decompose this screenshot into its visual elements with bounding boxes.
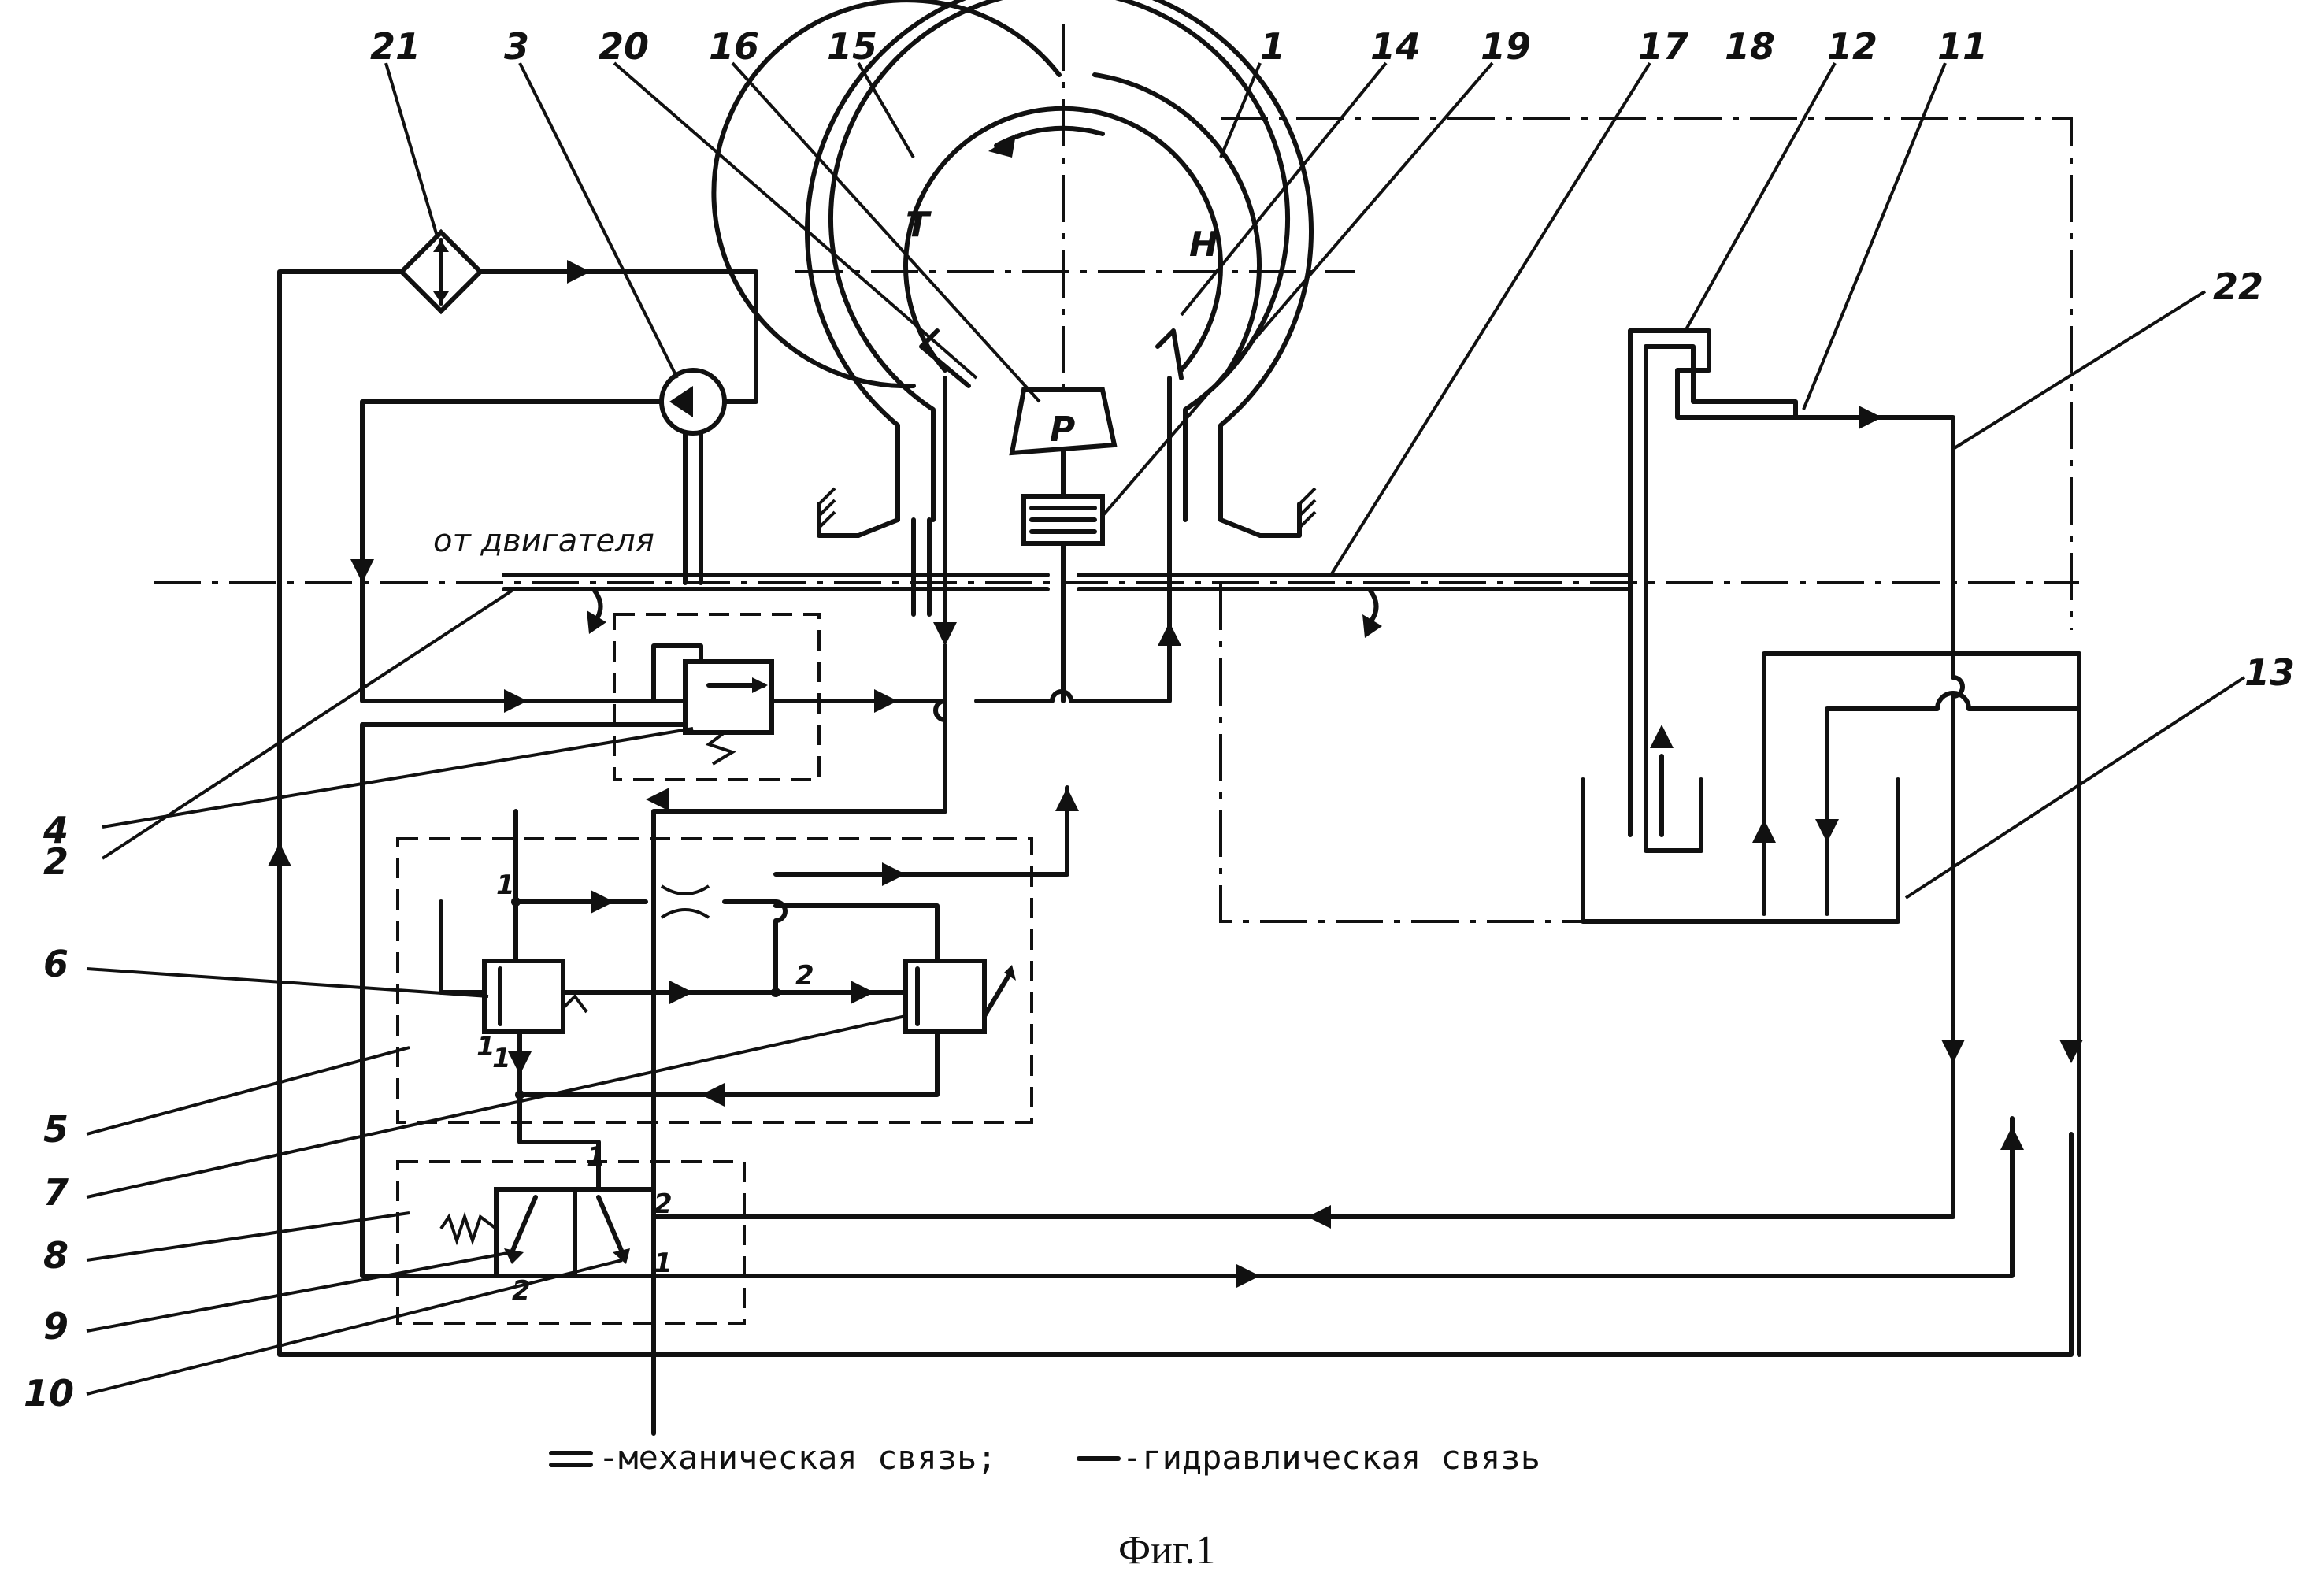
label-1: 1 (1260, 25, 1285, 68)
svg-text:1: 1 (496, 870, 515, 901)
label-3: 3 (504, 25, 529, 68)
label-10: 10 (24, 1372, 74, 1415)
svg-text:1: 1 (654, 1248, 673, 1279)
label-9: 9 (43, 1305, 69, 1348)
label-14: 14 (1370, 25, 1421, 68)
label-11: 11 (1937, 25, 1988, 68)
label-20: 20 (599, 25, 649, 68)
label-4: 4 (43, 809, 69, 851)
valve-4 (362, 614, 945, 1433)
legend-mechanical: -механическая связь; (599, 1438, 997, 1477)
torque-converter: Р Т Н (714, 0, 1355, 543)
reactor-letter: Р (1050, 410, 1075, 450)
label-12: 12 (1827, 25, 1877, 68)
label-19: 19 (1481, 25, 1531, 68)
valve-6 (484, 961, 563, 1032)
label-13: 13 (2244, 651, 2295, 694)
label-8: 8 (43, 1234, 69, 1277)
label-18: 18 (1725, 25, 1775, 68)
figure-caption: Фиг.1 (1118, 1528, 1215, 1573)
svg-text:2: 2 (654, 1188, 673, 1220)
label-22: 22 (2213, 265, 2263, 308)
engine-note: от двигателя (433, 523, 654, 559)
pump-letter: Н (1189, 224, 1218, 265)
label-21: 21 (370, 25, 421, 68)
svg-text:1: 1 (476, 1031, 495, 1062)
label-5: 5 (43, 1108, 69, 1151)
label-7: 7 (43, 1171, 69, 1214)
svg-text:1: 1 (587, 1141, 606, 1173)
svg-text:2: 2 (512, 1275, 531, 1307)
control-block-8 (398, 1024, 2012, 1323)
legend: -механическая связь; -гидравлическая свя… (551, 1438, 1540, 1477)
label-6: 6 (43, 943, 69, 985)
label-16: 16 (709, 25, 759, 68)
legend-hydraulic: -гидравлическая связь (1122, 1438, 1540, 1477)
turbine-letter: Т (906, 205, 932, 245)
svg-text:2: 2 (795, 960, 814, 992)
label-15: 15 (827, 25, 877, 68)
label-17: 17 (1638, 25, 1688, 68)
